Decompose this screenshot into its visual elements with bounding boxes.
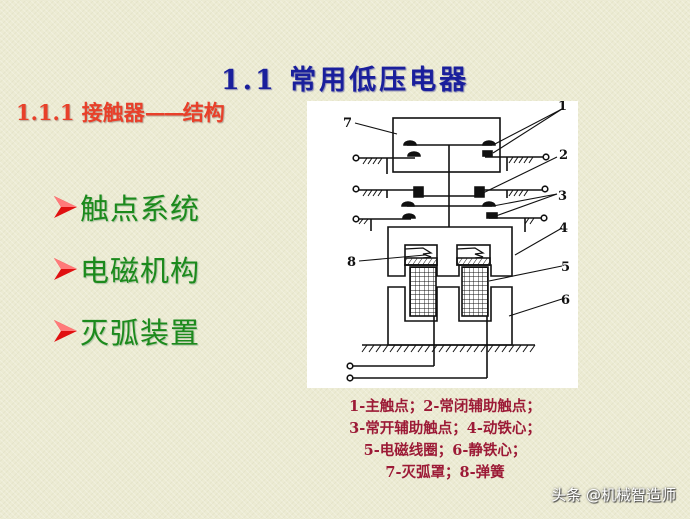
svg-text:5: 5: [561, 260, 570, 275]
bullet-list: 触点系统 电磁机构 灭弧装置: [52, 176, 200, 362]
svg-text:2: 2: [559, 148, 568, 163]
section-topic: 接触器: [81, 100, 145, 125]
bullet-item: 电磁机构: [52, 238, 200, 300]
contactor-structure-diagram: 7 1 2 3 4 8 5 6: [307, 99, 578, 388]
contactor-schematic-figure: 7 1 2 3 4 8 5 6: [343, 99, 570, 382]
svg-text:8: 8: [347, 255, 356, 270]
bullet-item: 触点系统: [52, 176, 200, 238]
section-dash: ——: [144, 100, 185, 125]
bullet-label: 电磁机构: [80, 254, 201, 288]
svg-text:6: 6: [561, 293, 570, 308]
bullet-label: 触点系统: [80, 192, 201, 226]
arrowhead-bullet-icon: [54, 258, 77, 280]
arrowhead-bullet-icon: [54, 320, 77, 342]
caption-line: 1-主触点；2-常闭辅助触点；: [349, 398, 541, 415]
bullet-item: 灭弧装置: [52, 300, 200, 362]
diagram-caption: 1-主触点；2-常闭辅助触点； 3-常开辅助触点；4-动铁心； 5-电磁线圈；6…: [300, 396, 590, 484]
diagram-part-labels: 7 1 2 3 4 8 5 6: [343, 99, 570, 308]
caption-line: 5-电磁线圈；6-静铁心；: [363, 442, 527, 459]
watermark: 头条 @机械智造师: [551, 486, 676, 504]
svg-text:3: 3: [558, 189, 567, 204]
caption-line: 3-常开辅助触点；4-动铁心；: [349, 420, 541, 437]
label-7: 7: [343, 116, 352, 131]
arrowhead-bullet-icon: [54, 196, 77, 218]
slide-title: 1.1 常用低压电器: [220, 65, 470, 96]
section-aspect: 结构: [182, 100, 225, 125]
section-number: 1.1.1: [16, 100, 75, 125]
svg-text:4: 4: [559, 221, 568, 236]
bullet-label: 灭弧装置: [80, 316, 201, 350]
caption-line: 7-灭弧罩；8-弹簧: [385, 464, 505, 481]
svg-text:1: 1: [558, 101, 567, 114]
section-subtitle: 1.1.1 接触器——结构: [16, 97, 225, 127]
